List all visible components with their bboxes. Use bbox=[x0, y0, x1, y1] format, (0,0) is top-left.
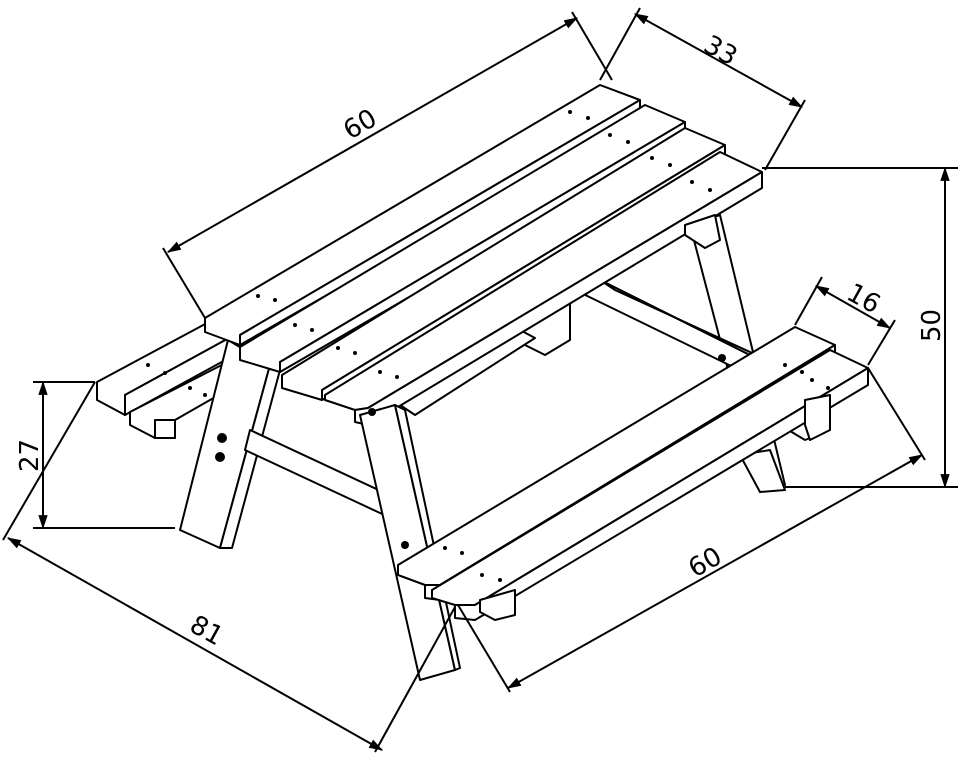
table-top bbox=[204, 84, 763, 426]
dim-bench-height: 27 bbox=[15, 380, 175, 530]
dim-label-bench-length: 60 bbox=[684, 542, 728, 585]
dim-label-table-width: 33 bbox=[699, 30, 742, 72]
dim-label-table-height: 50 bbox=[917, 309, 947, 342]
dim-label-bench-width: 16 bbox=[842, 278, 885, 320]
dim-table-height: 50 bbox=[762, 166, 958, 489]
dim-label-bench-height: 27 bbox=[15, 439, 45, 472]
dim-label-overall-depth: 81 bbox=[185, 610, 228, 652]
dim-label-table-length: 60 bbox=[339, 104, 383, 147]
